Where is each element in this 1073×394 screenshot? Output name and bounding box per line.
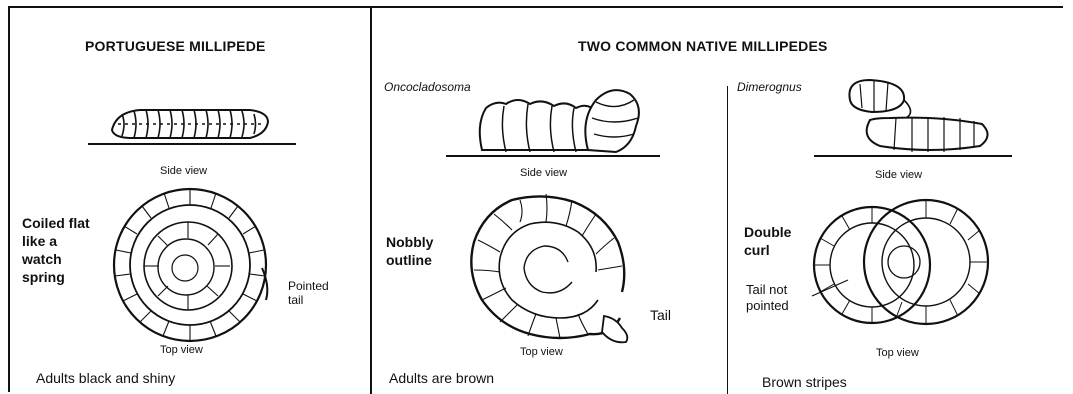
dimerognus-genus-label: Dimerognus: [737, 81, 802, 95]
dimerognus-top-view-drawing: [814, 200, 988, 324]
portuguese-top-view-drawing: [114, 189, 267, 341]
portuguese-side-view-label: Side view: [160, 165, 207, 178]
tail-label-line: Pointed: [288, 279, 329, 293]
oncocladosoma-callout: Nobbly outline: [386, 233, 433, 269]
portuguese-side-view-drawing: [88, 110, 296, 144]
callout-line: outline: [386, 251, 433, 269]
oncocladosoma-tail-label: Tail: [650, 307, 671, 323]
portuguese-callout: Coiled flat like a watch spring: [22, 214, 90, 286]
callout-line: Nobbly: [386, 233, 433, 251]
dimerognus-side-view-label: Side view: [875, 169, 922, 182]
dimerognus-caption: Brown stripes: [762, 374, 847, 390]
oncocladosoma-caption: Adults are brown: [389, 370, 494, 386]
dimerognus-top-view-label: Top view: [876, 347, 919, 360]
callout-line: curl: [744, 241, 791, 259]
dimerognus-callout: Double curl: [744, 223, 791, 259]
callout-line: Double: [744, 223, 791, 241]
callout-line: like a: [22, 232, 90, 250]
tail-label-line: pointed: [746, 298, 789, 314]
tail-label-line: tail: [288, 293, 329, 307]
portuguese-tail-label: Pointed tail: [288, 279, 329, 307]
oncocladosoma-genus-label: Oncocladosoma: [384, 81, 471, 95]
oncocladosoma-top-view-drawing: [471, 194, 627, 342]
oncocladosoma-side-view-drawing: [446, 90, 660, 156]
native-heading: TWO COMMON NATIVE MILLIPEDES: [578, 38, 828, 54]
portuguese-top-view-label: Top view: [160, 344, 203, 357]
callout-line: spring: [22, 268, 90, 286]
dimerognus-side-view-drawing: [814, 80, 1012, 156]
callout-line: Coiled flat: [22, 214, 90, 232]
portuguese-heading: PORTUGUESE MILLIPEDE: [85, 38, 266, 54]
tail-label-line: Tail not: [746, 282, 789, 298]
dimerognus-tail-label: Tail not pointed: [746, 282, 789, 314]
oncocladosoma-side-view-label: Side view: [520, 167, 567, 180]
oncocladosoma-top-view-label: Top view: [520, 346, 563, 359]
callout-line: watch: [22, 250, 90, 268]
portuguese-caption: Adults black and shiny: [36, 370, 175, 386]
